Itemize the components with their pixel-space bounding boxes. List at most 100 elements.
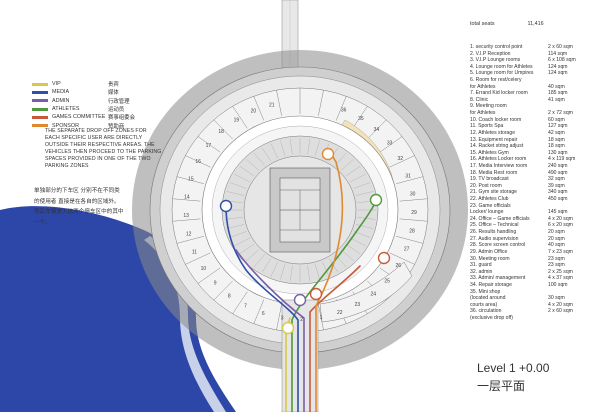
room-name: 7. Errand Kid locker room xyxy=(470,90,528,97)
room-partition xyxy=(213,119,233,140)
legend-label: VIP xyxy=(52,81,61,88)
room-partition xyxy=(399,198,428,202)
room-number-label: 16 xyxy=(195,159,201,165)
room-area: 40 sqm xyxy=(548,83,565,90)
seating-row-divider xyxy=(340,158,354,171)
room-name: 14. Racket string adjust xyxy=(470,143,524,150)
room-name: 25. Office – Technical xyxy=(470,222,519,229)
room-partition xyxy=(197,136,221,153)
room-row: 23. Game officials xyxy=(470,203,588,210)
room-name: (exclusive drop off) xyxy=(470,314,513,321)
legend-label-chinese: 赞助商 xyxy=(108,123,125,130)
legend-label-chinese: 行政管理 xyxy=(108,98,130,105)
room-name: 11. Sports Spa xyxy=(470,123,504,130)
room-partition xyxy=(172,218,201,222)
room-number-label: 28 xyxy=(409,229,415,235)
room-partition xyxy=(318,90,324,116)
legend-swatch xyxy=(32,115,48,119)
room-name: 35. Mini shop xyxy=(470,288,501,295)
room-name: 33. Admin/ management xyxy=(470,275,526,282)
legend-label: ADMIN xyxy=(52,97,70,104)
room-name: 23. Game officials xyxy=(470,202,511,209)
room-name: 4. Lounge room for Athletes xyxy=(470,63,533,70)
legend-item: SPONSOR 赞助商 xyxy=(32,121,160,130)
south-east-wing xyxy=(319,261,413,323)
legend-label: MEDIA xyxy=(52,89,70,96)
seating-row-divider xyxy=(226,224,245,229)
room-partition xyxy=(335,96,347,121)
legend-label-chinese: 赛事组委会 xyxy=(108,115,135,122)
room-area: 130 sqm xyxy=(548,149,568,156)
seating-row-divider xyxy=(322,261,330,277)
room-partition xyxy=(232,291,248,314)
seating-row-divider xyxy=(314,264,320,280)
room-partition xyxy=(185,252,211,265)
room-name: 10. Coach locker room xyxy=(470,116,522,123)
seating-row-divider xyxy=(261,258,272,273)
room-number-label: 2 xyxy=(300,317,303,323)
room-number-label: 20 xyxy=(251,109,257,115)
room-area: 40 sqm xyxy=(548,242,565,249)
room-number-label: 27 xyxy=(404,246,410,252)
room-number-label: 8 xyxy=(228,294,231,300)
room-area: 18 sqm xyxy=(548,136,565,143)
room-number-label: 14 xyxy=(184,195,190,201)
admin-route xyxy=(235,249,305,412)
room-area xyxy=(548,315,588,322)
vip-dropoff-marker xyxy=(281,321,295,335)
legend-label: SPONSOR xyxy=(52,122,79,129)
seating-row-divider xyxy=(355,224,374,229)
seating-row-divider xyxy=(355,191,374,196)
room-partition xyxy=(379,136,403,153)
room-number-label: 1 xyxy=(320,315,323,321)
seating-row-divider xyxy=(280,140,286,156)
drop-off-note: THE SEPARATE DROP OFF ZONES FOR EACH SPE… xyxy=(45,128,162,169)
room-partition xyxy=(185,155,211,168)
room-partition xyxy=(389,155,415,168)
room-area xyxy=(548,103,588,110)
admin-dropoff-marker xyxy=(293,293,307,307)
room-name: 6. Room for rest/celery xyxy=(470,77,522,84)
drop-off-note-chinese: 单独部分的下车区 分别不在不同类的使用者 直接是在各自的区域外。 然后车辆驶入这… xyxy=(34,188,124,226)
room-partition xyxy=(396,236,424,244)
seating-row-divider xyxy=(234,237,250,247)
room-name: 20. Post room xyxy=(470,182,502,189)
games-committee-route xyxy=(309,265,361,412)
room-area xyxy=(548,203,588,210)
seating-row-divider xyxy=(289,265,293,282)
room-number-label: 34 xyxy=(374,127,380,133)
level-title: Level 1 +0.00 xyxy=(477,361,550,375)
room-number-label: 22 xyxy=(337,310,343,316)
room-partition xyxy=(197,267,221,284)
seating-row-divider xyxy=(246,249,260,262)
room-area: 23 sqm xyxy=(548,255,565,262)
room-name: 9. Meeting room xyxy=(470,103,507,110)
room-area: 240 sqm xyxy=(548,162,568,169)
room-name: 12. Athletes storage xyxy=(470,129,516,136)
seating-row-divider xyxy=(289,138,293,155)
room-row: 9. Meeting room xyxy=(470,103,588,110)
room-number-label: 33 xyxy=(387,141,393,147)
games-committee-dropoff-marker xyxy=(377,251,391,265)
level-title-chinese: 一层平面 xyxy=(477,379,526,393)
room-area: 2 x 25 sqm xyxy=(548,268,573,275)
room-name: (located around xyxy=(470,295,506,302)
seating-row-divider xyxy=(246,158,260,171)
